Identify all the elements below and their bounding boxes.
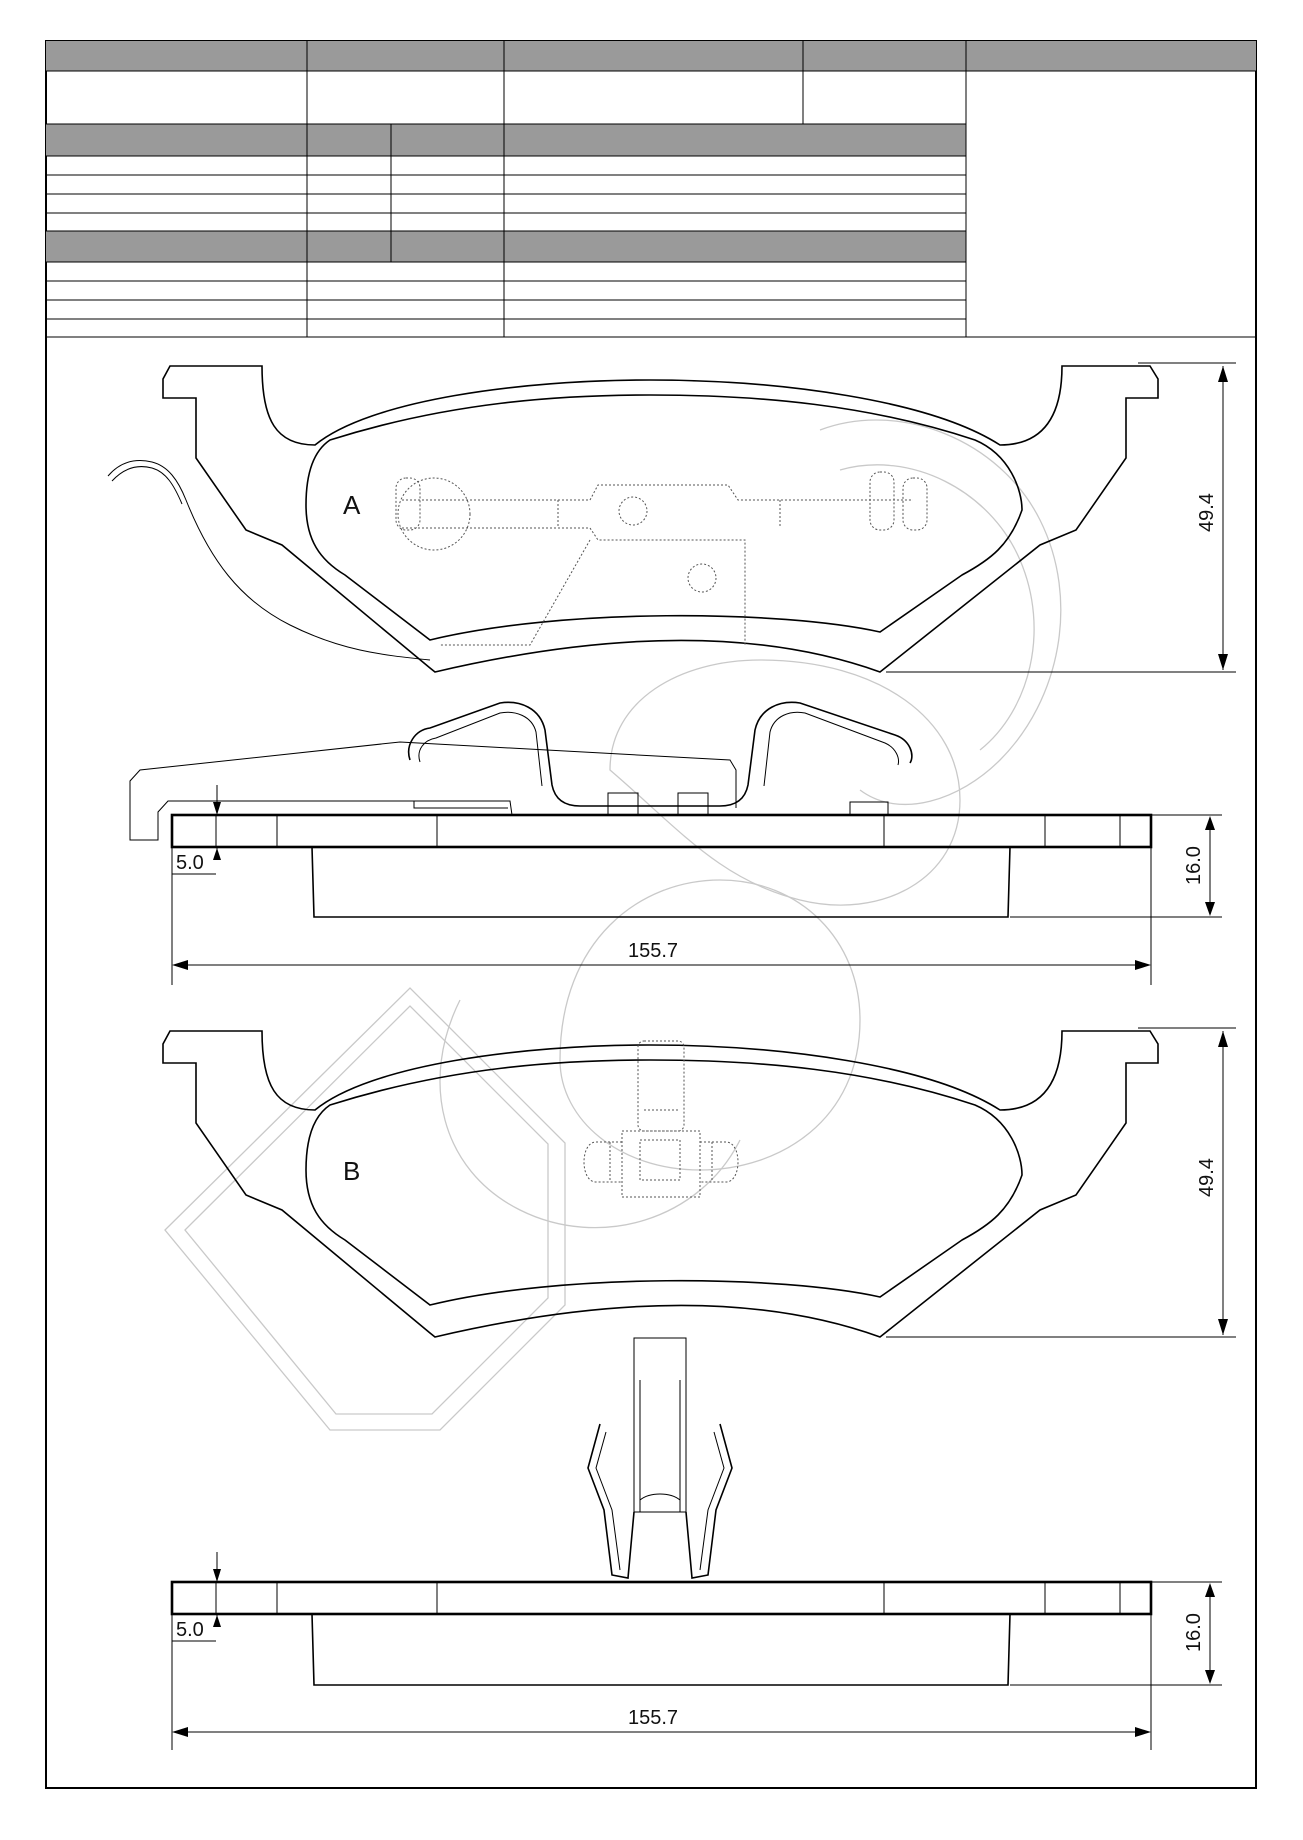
view-b-label: B [343,1156,360,1186]
header-row-mid [46,124,966,156]
view-b-side: 5.0 16.0 155.7 [170,1337,1222,1750]
view-a-side: 5.0 16.0 155.7 [129,701,1222,985]
view-a-face: A [107,365,1159,673]
view-b-width-value: 155.7 [628,1707,678,1729]
view-a-side-backplate [170,813,1153,849]
view-a-height-dimension: 49.4 [886,362,1236,673]
view-a-friction [305,394,1023,641]
header-row-low [46,231,966,262]
view-a-backplate-value: 5.0 [176,852,204,874]
view-b-backplate [162,1030,1159,1338]
view-a-backplate [162,365,1159,673]
view-a-sensor-wire [107,460,431,661]
watermark-logo [164,419,1062,1431]
view-a-height-value: 49.4 [1196,493,1218,532]
view-b-height-dimension: 49.4 [886,1027,1236,1338]
header-row-top [46,41,1256,71]
view-b-friction [305,1059,1023,1306]
view-a-side-friction [311,846,1011,918]
view-b-height-value: 49.4 [1196,1158,1218,1197]
view-a-width-value: 155.7 [628,940,678,962]
drawing-frame [45,40,1257,1789]
view-b-backplate-value: 5.0 [176,1619,204,1641]
view-b-thickness-value: 16.0 [1183,1613,1205,1652]
view-a-label: A [343,490,361,520]
view-a-thickness-value: 16.0 [1183,846,1205,885]
title-block [46,41,1256,338]
view-b-side-friction [311,1613,1011,1686]
view-b-side-backplate [170,1580,1153,1616]
view-b-face: B [162,1030,1159,1338]
